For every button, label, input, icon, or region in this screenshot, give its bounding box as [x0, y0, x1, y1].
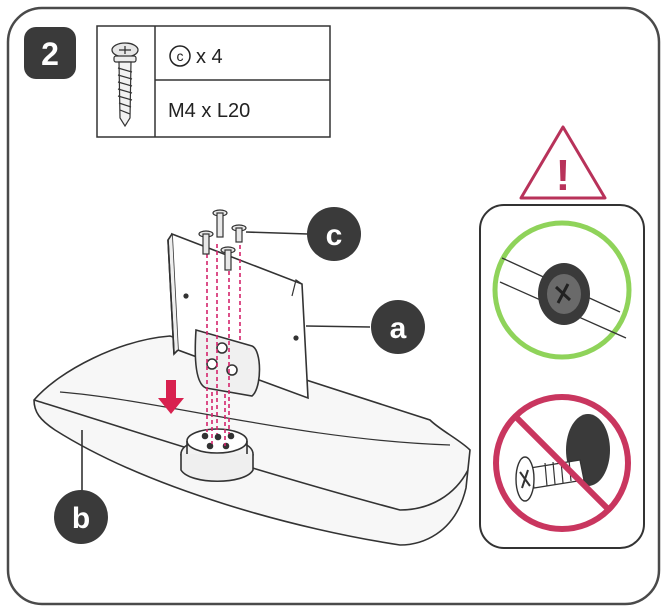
- warning-triangle-icon: !: [519, 125, 607, 200]
- svg-text:b: b: [72, 502, 90, 535]
- step-badge: 2: [24, 27, 76, 79]
- svg-text:c: c: [177, 48, 184, 64]
- prohibited-icon: [493, 394, 631, 532]
- correct-check-circle: [492, 220, 632, 360]
- callout-a: a: [305, 300, 425, 354]
- screw-icon: [111, 42, 139, 128]
- callout-c: c: [245, 207, 361, 261]
- screws-c: [198, 209, 247, 271]
- part-spec: M4 x L20: [168, 100, 250, 122]
- down-arrow-icon: [158, 380, 184, 414]
- step-number: 2: [41, 36, 59, 72]
- parts-table: c x 4 M4 x L20: [96, 25, 331, 138]
- alignment-guides: [206, 238, 241, 446]
- svg-text:!: !: [556, 151, 571, 200]
- svg-text:a: a: [390, 312, 407, 345]
- stand-base: [33, 335, 471, 546]
- callout-b: b: [54, 430, 108, 544]
- svg-text:c: c: [326, 219, 343, 252]
- part-quantity: x 4: [196, 46, 223, 68]
- part-letter-circled: c: [169, 45, 191, 67]
